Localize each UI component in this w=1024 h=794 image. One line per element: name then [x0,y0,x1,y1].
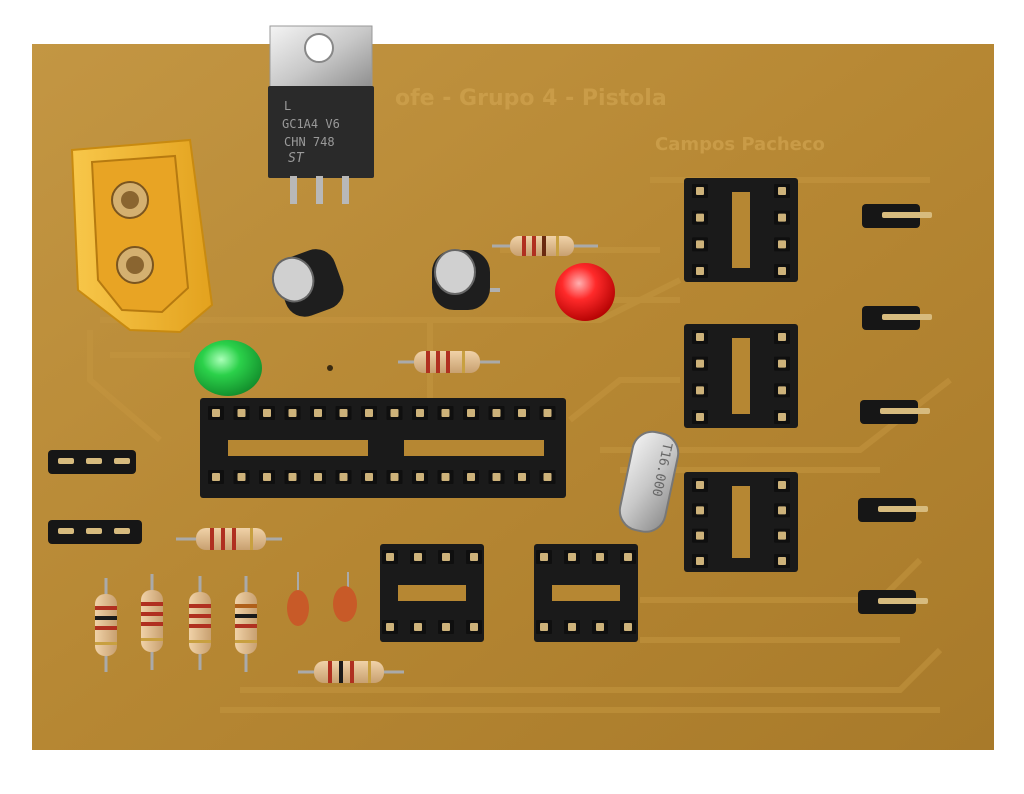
voltage-regulator-icon: L GC1A4 V6 CHN 748 ST [268,25,374,204]
regulator-marking-2: GC1A4 V6 [282,117,340,131]
pin-header-icon [48,450,142,544]
ceramic-capacitor-icon [287,572,309,626]
ic-socket-icon [200,398,566,498]
mounting-hole [327,365,333,371]
crystal-oscillator-icon: T16.000 [618,430,680,533]
resistor-icon [189,576,211,670]
capacitor-icon [432,249,500,310]
resistor-icon [141,574,163,670]
ic-socket-icon [684,324,798,428]
regulator-logo: ST [288,151,305,166]
silkscreen-line-1: ofe - Grupo 4 - Pistola [395,86,667,111]
ic-socket-icon [534,544,638,642]
resistor-icon [298,661,404,683]
led-icon [194,340,262,396]
resistor-icon [95,578,117,672]
regulator-marking-1: L [284,99,291,113]
led-icon [555,263,615,321]
resistor-icon [235,576,257,672]
xt60-connector-icon [70,138,214,334]
regulator-marking-3: CHN 748 [284,135,335,149]
silkscreen-line-2: Campos Pacheco [655,134,825,155]
pin-header-icon [858,204,932,614]
ceramic-capacitor-icon [333,572,357,622]
resistor-icon [492,236,598,256]
resistor-icon [176,528,282,550]
ic-socket-icon [684,178,798,282]
ic-socket-icon [684,472,798,572]
ic-socket-icon [380,544,484,642]
capacitor-icon [271,249,344,317]
resistor-icon [398,351,500,373]
